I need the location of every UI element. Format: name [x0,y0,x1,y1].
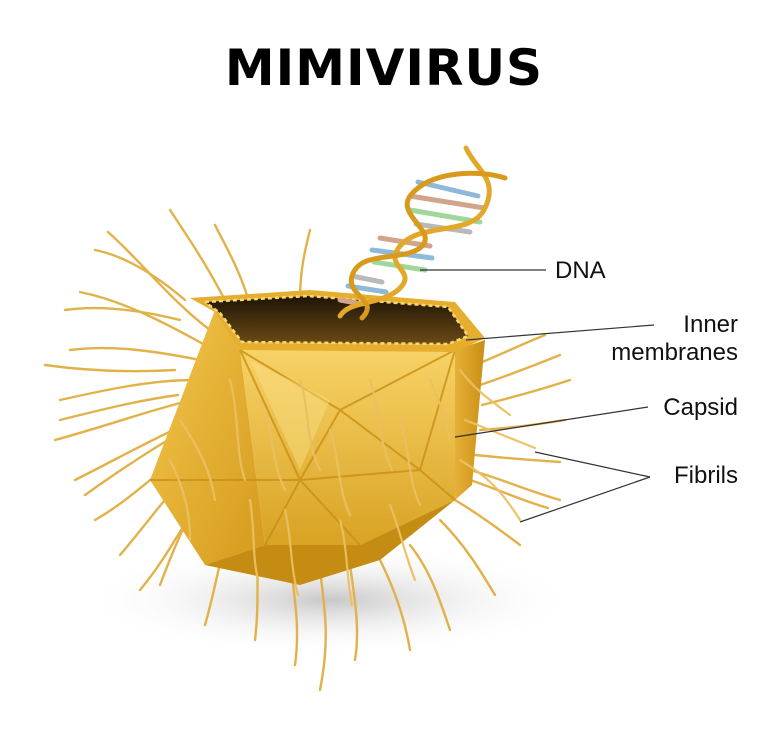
capsid-front-face [240,350,455,545]
fibrils-front [168,368,537,607]
label-capsid: Capsid [663,394,738,421]
diagram-title: MIMIVIRUS [224,39,544,97]
ground-shadow [80,545,580,655]
leader-line-fibrils-1 [534,451,651,478]
capsid-opening [190,290,485,352]
leader-lines [420,269,655,523]
label-dna: DNA [555,257,606,284]
label-inner-membranes-line2: membranes [611,339,738,366]
label-inner-membranes-line1: Inner [683,311,738,338]
leader-line-inner-membranes [465,324,655,341]
label-fibrils: Fibrils [674,462,738,489]
dna-strand-1 [337,145,492,319]
capsid-bottom-face [205,500,455,585]
capsid-left-face [150,310,265,565]
leader-line-capsid [454,406,649,438]
dna-helix [337,145,508,321]
inner-membrane [204,294,470,346]
capsid-right-face [455,340,485,500]
dna-strand-2 [348,170,508,321]
label-inner-membranes: Inner membranes [611,311,738,367]
leader-line-fibrils-2 [519,476,651,523]
capsid-interior [205,296,468,344]
